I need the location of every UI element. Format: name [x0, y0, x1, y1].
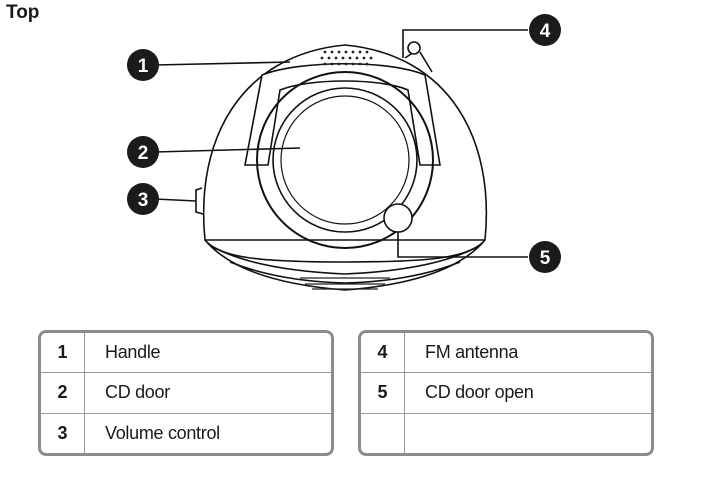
callout-label: 3 — [138, 190, 149, 211]
callout-marker — [529, 14, 561, 46]
legend-number: 4 — [361, 333, 405, 374]
legend-label: CD door — [84, 372, 331, 414]
legend-row: 4 FM antenna — [361, 333, 651, 374]
legend-label — [405, 413, 652, 453]
legend-table-left: 1 Handle 2 CD door 3 Volume control — [38, 330, 334, 456]
cd-door-recess — [256, 71, 434, 249]
callout-label: 5 — [540, 248, 551, 269]
device-top-view-illustration: 1 2 3 4 5 — [127, 14, 561, 291]
legend-table-right: 4 FM antenna 5 CD door open — [358, 330, 654, 456]
legend-number: 2 — [41, 372, 85, 414]
callout-marker — [127, 49, 159, 81]
legend-number: 1 — [41, 333, 85, 374]
legend-row: 1 Handle — [41, 333, 331, 374]
legend-label: Handle — [84, 333, 331, 374]
legend-row: 3 Volume control — [41, 413, 331, 453]
callout-marker — [529, 241, 561, 273]
legend-row: 5 CD door open — [361, 372, 651, 414]
callout-marker — [127, 136, 159, 168]
callout-label: 1 — [138, 56, 149, 77]
legend-number: 5 — [361, 372, 405, 414]
legend-row: 2 CD door — [41, 372, 331, 414]
page-title: Top — [6, 2, 40, 23]
legend-row — [361, 413, 651, 453]
legend-number — [361, 413, 405, 453]
legend-label: FM antenna — [404, 333, 651, 374]
volume-control — [195, 187, 204, 215]
callout-marker — [127, 183, 159, 215]
cd-window — [280, 95, 410, 225]
fm-antenna — [404, 41, 433, 73]
speaker-grill — [320, 50, 373, 66]
legend-label: CD door open — [404, 372, 651, 414]
cd-door — [272, 87, 418, 233]
handle — [244, 63, 441, 166]
cd-door-open-button — [383, 203, 413, 233]
legend-label: Volume control — [105, 422, 220, 443]
legend-number: 3 — [41, 413, 85, 453]
callout-label: 2 — [138, 143, 149, 164]
device-base — [204, 239, 486, 291]
callout-label: 4 — [540, 21, 551, 42]
